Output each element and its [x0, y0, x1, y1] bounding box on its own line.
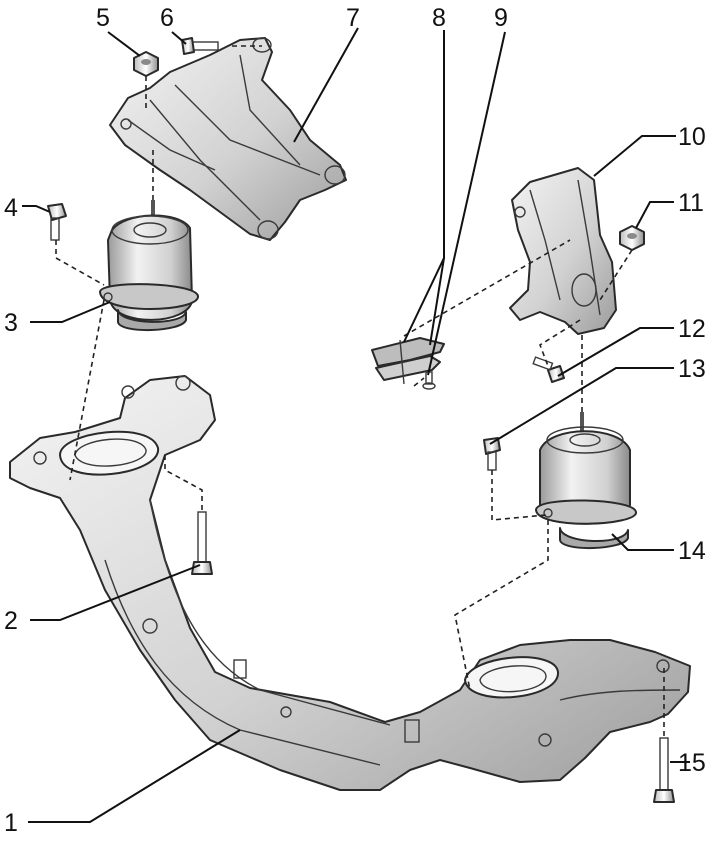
- engine-bracket-left: [109, 37, 347, 241]
- hex-nut-11: [619, 225, 645, 251]
- callout-2: 2: [4, 607, 18, 635]
- callout-1: 1: [4, 809, 18, 837]
- callout-10: 10: [678, 123, 706, 151]
- hex-nut-5: [133, 51, 159, 77]
- bolt-4: [47, 203, 67, 241]
- callout-7: 7: [346, 4, 360, 32]
- bolt-12: [532, 356, 565, 383]
- engine-mount-left: [99, 200, 199, 331]
- leader-lines: [22, 27, 690, 823]
- bolt-15: [653, 737, 675, 803]
- callout-6: 6: [160, 4, 174, 32]
- callout-3: 3: [4, 309, 18, 337]
- callout-labels: 1 2 3 4 5 6 7 8 9 10 11 12 13 14 15: [4, 4, 706, 837]
- bolt-2: [191, 511, 213, 575]
- callout-15: 15: [678, 749, 706, 777]
- bolt-13: [483, 437, 501, 471]
- hose-clip: [371, 337, 445, 385]
- bolt-6: [181, 37, 219, 55]
- callout-11: 11: [678, 189, 704, 217]
- callout-13: 13: [678, 355, 706, 383]
- engine-bracket-right: [509, 167, 617, 335]
- callout-5: 5: [96, 4, 110, 32]
- callout-8: 8: [432, 4, 446, 32]
- callout-12: 12: [678, 315, 706, 343]
- engine-mount-right: [535, 412, 637, 549]
- assembly-lines: [55, 45, 665, 738]
- callout-9: 9: [494, 4, 508, 32]
- callout-4: 4: [4, 194, 18, 222]
- subframe-crossmember: [9, 375, 691, 791]
- callout-14: 14: [678, 537, 706, 565]
